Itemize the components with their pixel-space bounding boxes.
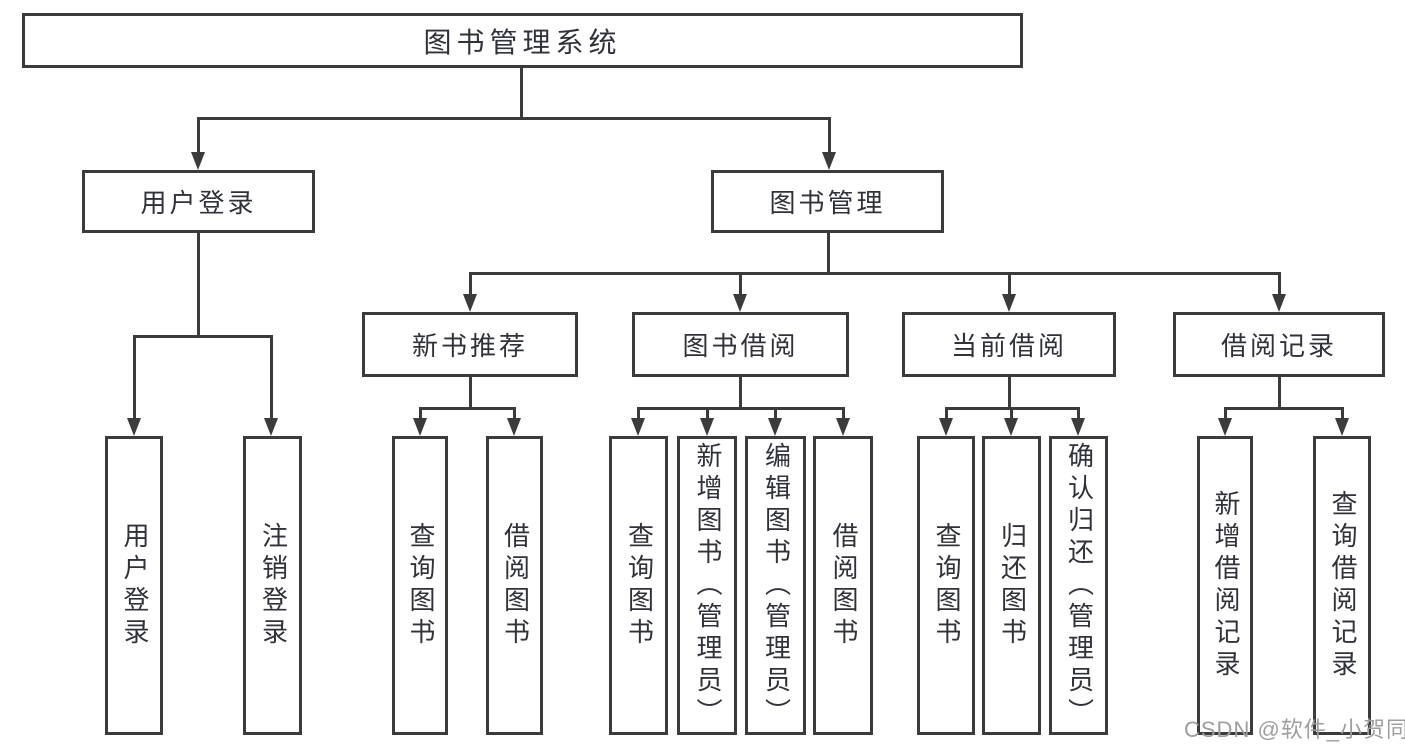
node-label: 图书管理系统 [423,26,622,58]
connector-line [133,335,273,338]
arrow-down-icon [700,418,714,436]
arrow-down-icon [507,418,521,436]
connector-line [520,68,523,117]
csdn-watermark: CSDN @软件_小贺同学 [1184,717,1405,742]
connector-line [637,407,640,419]
connector-line [419,407,516,410]
connector-line [1341,407,1344,419]
leaf-label: 用户登录 [119,521,150,650]
arrow-down-icon [1071,418,1085,436]
connector-line [1224,407,1344,410]
leaf-query-books-borrowing: 查询图书 [609,436,668,735]
node-book-borrowing: 图书借阅 [632,312,849,377]
leaf-label: 注销登录 [258,521,289,650]
leaf-label: 编辑图书（管理员） [761,441,792,730]
connector-line [197,117,200,153]
leaf-label: 查询图书 [405,521,436,650]
node-borrowing-records: 借阅记录 [1173,312,1385,377]
connector-line [774,407,777,419]
connector-line [739,272,742,295]
node-label: 用户登录 [140,188,257,218]
arrow-down-icon [191,152,205,170]
connector-line [1008,272,1011,295]
node-label: 当前借阅 [950,331,1067,361]
leaf-label: 新增图书（管理员） [692,441,723,730]
leaf-label: 查询图书 [931,521,962,650]
leaf-borrow-books-recommend: 借阅图书 [486,436,543,735]
leaf-edit-books-admin: 编辑图书（管理员） [745,436,806,735]
connector-line [945,407,948,419]
connector-line [1077,407,1080,419]
leaf-label: 借阅图书 [828,521,859,650]
node-new-book-recommend: 新书推荐 [362,312,578,377]
arrow-down-icon [733,294,747,312]
connector-line [469,377,472,407]
connector-line [739,377,742,407]
arrow-down-icon [1004,418,1018,436]
connector-line [419,407,422,419]
connector-line [842,407,845,419]
leaf-confirm-return-admin: 确认归还（管理员） [1049,436,1108,735]
connector-line [469,272,472,295]
leaf-add-books-admin: 新增图书（管理员） [677,436,737,735]
leaf-label: 归还图书 [997,521,1028,650]
leaf-label: 查询图书 [624,521,655,650]
arrow-down-icon [1218,418,1232,436]
leaf-user-login: 用户登录 [105,436,163,735]
connector-line [270,335,273,419]
connector-line [197,117,831,120]
arrow-down-icon [1335,418,1349,436]
arrow-down-icon [1002,294,1016,312]
connector-line [197,233,200,335]
arrow-down-icon [631,418,645,436]
node-user-login: 用户登录 [82,170,315,233]
leaf-label: 新增借阅记录 [1210,489,1241,682]
node-library-system: 图书管理系统 [22,13,1023,68]
connector-line [1278,377,1281,407]
leaf-label: 确认归还（管理员） [1064,441,1095,730]
node-label: 图书管理 [769,188,886,218]
connector-line [637,407,845,410]
connector-line [1010,407,1013,419]
arrow-down-icon [836,418,850,436]
connector-line [513,407,516,419]
arrow-down-icon [822,152,836,170]
connector-line [827,233,830,272]
connector-line [1008,377,1011,407]
leaf-borrow-books: 借阅图书 [813,436,873,735]
leaf-query-borrow-record: 查询借阅记录 [1313,436,1371,735]
connector-line [133,335,136,419]
arrow-down-icon [264,418,278,436]
leaf-return-books: 归还图书 [982,436,1041,735]
node-label: 新书推荐 [411,331,528,361]
node-label: 图书借阅 [682,331,799,361]
connector-line [1278,272,1281,295]
arrow-down-icon [127,418,141,436]
arrow-down-icon [768,418,782,436]
arrow-down-icon [939,418,953,436]
connector-line [828,117,831,153]
connector-line [706,407,709,419]
node-book-management: 图书管理 [711,170,944,233]
leaf-add-borrow-record: 新增借阅记录 [1197,436,1253,735]
leaf-query-books-current: 查询图书 [917,436,975,735]
arrow-down-icon [413,418,427,436]
node-current-borrowing: 当前借阅 [902,312,1116,377]
arrow-down-icon [463,294,477,312]
connector-line [1224,407,1227,419]
leaf-query-books-recommend: 查询图书 [392,436,448,735]
node-label: 借阅记录 [1220,331,1337,361]
leaf-label: 查询借阅记录 [1327,489,1358,682]
leaf-label: 借阅图书 [500,521,531,650]
connector-line [469,272,1281,275]
arrow-down-icon [1272,294,1286,312]
leaf-logout: 注销登录 [243,436,302,735]
